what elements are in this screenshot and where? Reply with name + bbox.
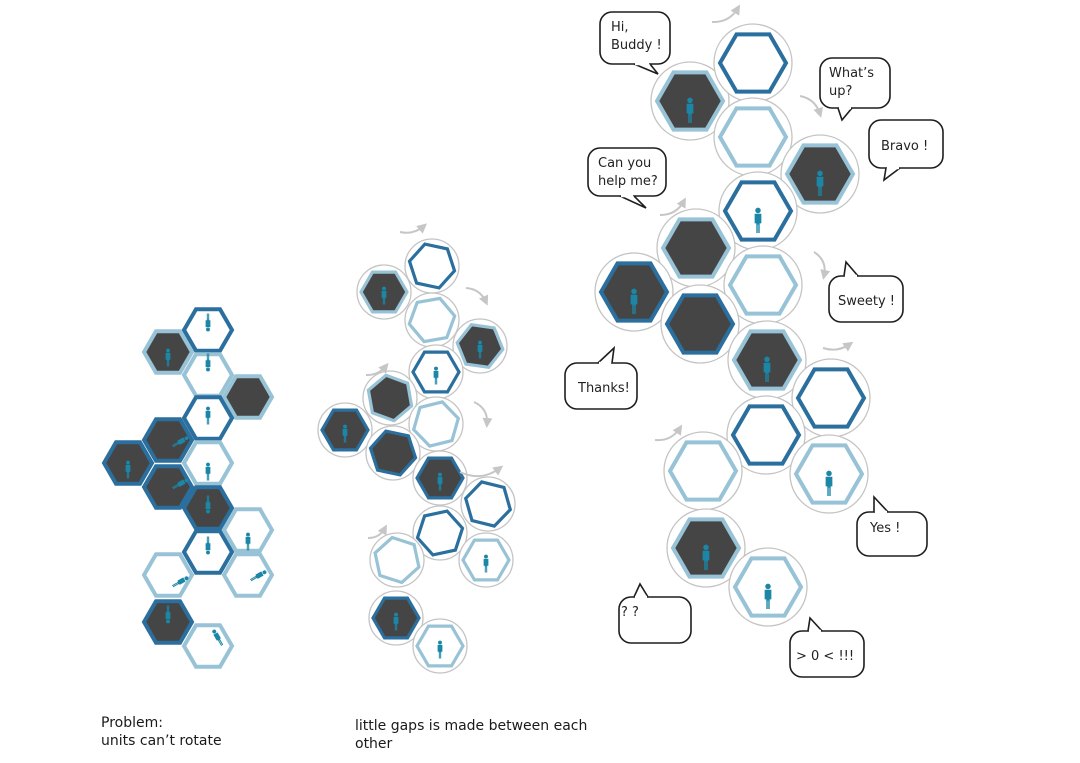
speech-bubble-excited: > 0 < !!! [789,616,865,678]
rotating-hex-unit [407,242,457,290]
person-icon [816,170,824,196]
speech-bubble-text: Sweety ! [838,294,895,309]
rotating-hex-unit [411,400,461,448]
person-icon [437,640,443,659]
speech-bubble-whats-up: What’s up? [819,57,891,122]
person-icon [165,605,171,624]
rotation-arrow [365,362,389,377]
social-hex-unit [795,367,867,429]
person-icon [825,470,833,496]
rotation-arrow [473,401,493,428]
hexagons-layer [101,32,867,669]
speech-bubbles-layer: Hi, Buddy ! What’s up? Bravo ! Can you help me… [564,11,944,678]
speech-bubble-text: Thanks! [577,381,630,396]
social-hex-unit [717,106,789,168]
person-icon [342,424,348,443]
person-icon [483,554,489,573]
figures-layer [125,97,833,659]
rotation-arrow [459,465,504,478]
rotation-arrow [654,424,683,442]
person-icon [702,544,710,570]
rotation-arrow [367,524,387,540]
person-icon [754,207,762,233]
rotating-hex-unit [463,480,513,528]
person-icon [165,348,171,367]
speech-bubble-text: up? [829,84,852,99]
person-icon [381,286,387,305]
speech-bubble-text: What’s [829,66,874,81]
rotating-hex-unit [368,429,418,477]
social-hex-unit [717,32,789,94]
person-icon [205,353,211,372]
speech-bubble-can-you-help: Can you help me? [587,147,667,209]
rigid-hex-unit [221,552,275,598]
speech-bubble-text: Bravo ! [881,139,928,154]
social-hex-unit [730,404,802,466]
rigid-hex-unit [221,374,275,420]
social-hex-unit [667,440,739,502]
person-icon [205,536,211,555]
rigid-hex-unit [141,464,195,510]
rotation-arrow [822,341,854,352]
person-icon [686,97,694,123]
social-hex-unit [664,293,736,355]
rigid-hex-unit [181,623,235,669]
person-icon [172,436,189,448]
person-icon [172,478,189,490]
speech-bubble-thanks: Thanks! [564,345,638,410]
person-icon [245,532,251,551]
caption-problem: Problem: units can’t rotate [101,714,301,750]
person-icon [764,583,772,609]
rotating-hex-unit [366,373,414,423]
speech-bubble-text: Can you [598,156,651,171]
speech-bubble-yes: Yes ! [856,494,928,557]
social-hex-unit [660,217,732,279]
person-icon [125,460,131,479]
speech-bubble-bravo: Bravo ! [868,119,944,182]
rigid-hex-unit [221,507,275,553]
person-icon [172,576,189,588]
speech-bubble-text: > 0 < !!! [796,649,854,664]
rigid-hex-unit [141,552,195,598]
speech-bubble-sweety: Sweety ! [828,260,904,323]
caption-problem-body: units can’t rotate [101,733,222,749]
social-hex-unit [727,254,799,316]
person-icon [212,629,224,646]
person-icon [205,406,211,425]
person-icon [250,570,267,582]
speech-bubble-text: Yes ! [869,521,900,536]
rotating-hex-unit [373,535,421,585]
person-icon [763,356,771,382]
rotation-arrow [813,251,831,280]
rotating-hex-unit [415,509,465,557]
person-icon [630,288,638,314]
person-icon [433,366,439,385]
rotation-arrow [659,197,686,217]
speech-bubble-text: Hi, [611,20,629,35]
caption-problem-title: Problem: [101,715,163,731]
rotating-hex-unit [407,296,457,344]
person-icon [205,313,211,332]
person-icon [437,472,443,491]
person-icon [393,612,399,631]
person-icon [477,340,483,359]
rotation-arrow [399,223,428,234]
speech-bubble-hi-buddy: Hi, Buddy ! [599,11,671,75]
person-icon [205,495,211,514]
speech-bubble-text: Buddy ! [611,38,662,53]
speech-bubble-text: ? ? [621,605,639,620]
rigid-hex-unit [141,417,195,463]
rotation-arrow [465,287,489,306]
rotation-arrow [711,4,741,24]
person-icon [205,462,211,481]
speech-bubble-question: ? ? [618,582,692,644]
speech-bubble-text: help me? [598,174,658,189]
caption-gaps: little gaps is made between each other [355,718,588,752]
rotation-arrow [799,95,824,118]
rotation-arrows-layer [365,4,854,540]
